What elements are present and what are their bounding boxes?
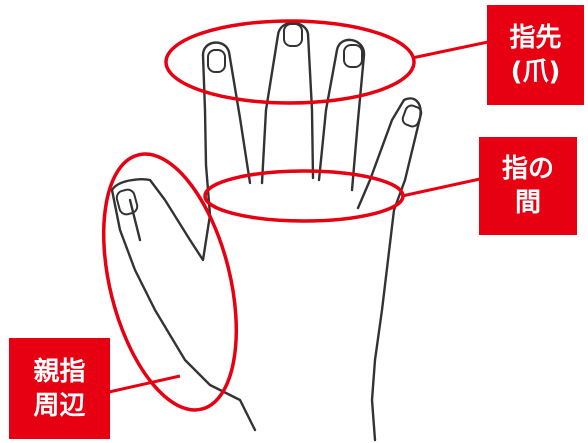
fingernails: [115, 23, 423, 216]
fingertips-label: 指先 (爪): [487, 5, 584, 105]
between-fingers-ellipse: [203, 169, 405, 223]
index-finger-outline: [201, 41, 252, 185]
ring-nail: [343, 44, 363, 68]
thumb-nail: [115, 188, 139, 216]
highlight-ellipses: [101, 19, 416, 412]
fingertips-label-line2: (爪): [510, 57, 561, 87]
palm-left-edge: [110, 53, 257, 432]
thumb-area-label-line2: 周辺: [33, 390, 86, 421]
pinky-nail: [401, 104, 423, 128]
between-fingers-label-line1: 指の: [501, 154, 554, 184]
fingertips-connector: [411, 40, 489, 60]
hand-outline: [110, 21, 422, 442]
palm-right-edge: [370, 208, 396, 442]
connector-lines: [108, 40, 489, 394]
thumb-crease: [128, 198, 142, 242]
thumb-area-connector: [108, 374, 181, 394]
thumb-area-label-line1: 親指: [33, 356, 86, 387]
thumb-area-label: 親指 周辺: [9, 338, 110, 439]
fingertips-ellipse: [164, 19, 416, 105]
middle-finger-outline: [260, 21, 315, 185]
between-fingers-connector: [401, 177, 481, 198]
fingertips-label-line1: 指先: [509, 23, 562, 53]
ring-finger-outline: [317, 38, 366, 192]
between-fingers-label: 指の 間: [479, 137, 577, 235]
thumb-area-ellipse: [101, 152, 239, 412]
index-nail: [207, 49, 226, 73]
middle-nail: [283, 23, 303, 47]
between-fingers-label-line2: 間: [514, 188, 541, 218]
